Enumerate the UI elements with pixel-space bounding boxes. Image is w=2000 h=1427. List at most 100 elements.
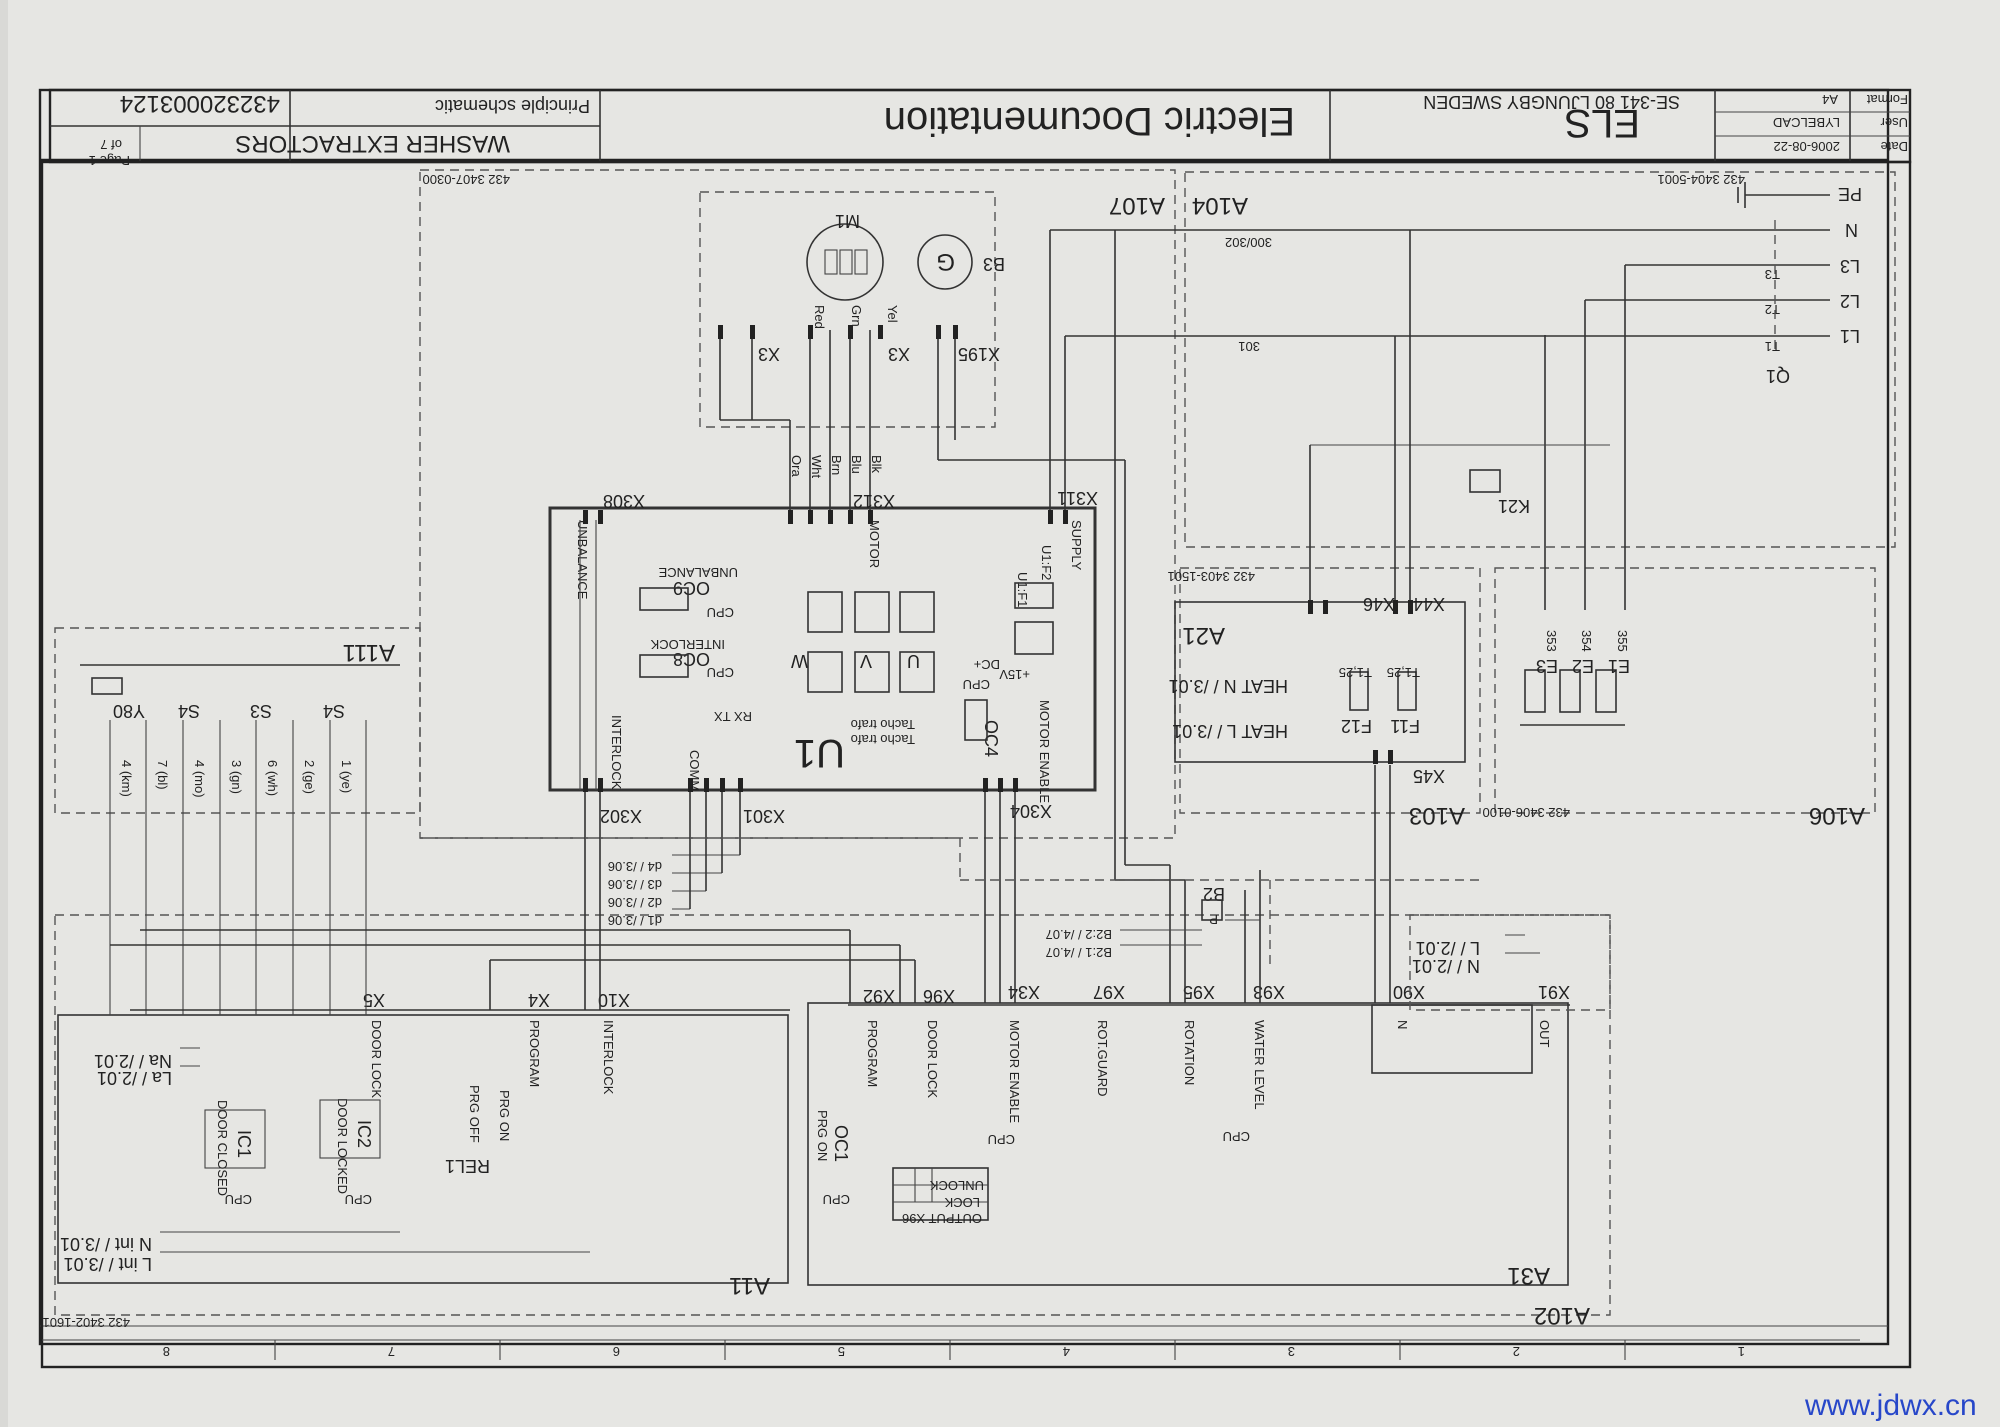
unbalance-vlabel: UNBALANCE [575,520,590,600]
p15v-label: +15V [999,667,1030,682]
term-x3-3 [808,325,813,339]
f11-fuse [1397,671,1417,711]
cpu-oc9: CPU [707,605,734,620]
b2-pressure [1201,899,1223,921]
y80-label: Y80 [113,701,145,721]
x92-label: X92 [863,986,895,1006]
a11-label: A11 [729,1272,770,1299]
output-x96-label: OUTPUT X96 [902,1211,982,1226]
module-boxes: A104 432 3404-5001 A107 432 3407-0300 A1… [43,169,1896,1330]
a31-water-level: WATER LEVEL [1252,1020,1267,1110]
f12-fuse [1349,671,1369,711]
sig-d2: d2 / /3.06 [608,895,662,910]
m1-symbol [806,223,884,301]
r6-label: 6 (wh) [265,760,280,796]
term-x46-1 [1308,600,1313,614]
company-address: SE-341 80 LJUNGBY SWEDEN [1423,92,1680,112]
b2-p: P [1209,912,1218,927]
a11-cpu2: CPU [345,1192,372,1207]
x3-right: X3 [888,344,910,364]
x45-label: X45 [1413,766,1445,786]
ic1-box [204,1109,266,1169]
sig-lint: L int / /3.01 [64,1254,152,1274]
s4b-label: S4 [323,701,345,721]
grid-3: 3 [1288,1344,1295,1359]
wire-wht: Wht [809,455,824,479]
m1-winding2 [839,249,853,275]
x304-label: X304 [1010,801,1052,821]
sig-d1: d1 / /3.06 [608,913,662,928]
drawing-frame [40,160,1912,1369]
part-a103: 432 3403-1501 [1168,569,1255,584]
a31-box [807,1002,1569,1286]
part-a102: 432 3402-1601 [43,1315,130,1330]
page-label: Page 1 [89,153,130,168]
grid-5: 5 [838,1344,845,1359]
a21-box [1174,601,1466,763]
sig-la: La / /2.01 [97,1068,172,1088]
sig-d3: d3 / /3.06 [608,877,662,892]
oc8-label: OC8 [673,649,710,669]
term-x308-2 [598,510,603,524]
product-name: WASHER EXTRACTORS [235,130,510,157]
utf1-label: U1:F1 [1015,572,1030,607]
a102-box [54,914,1611,1316]
a31-cpu2: CPU [988,1132,1015,1147]
supply-filter [1014,582,1054,609]
user-value: LYBELCAD [1773,115,1840,130]
term-x312-1 [868,510,873,524]
term-x312-3 [828,510,833,524]
format-label: Format [1866,92,1908,107]
drawing-type: Principle schematic [435,96,590,116]
drawing-area: 1 2 3 4 5 6 7 8 [40,160,1912,1369]
term-x44-1 [1393,600,1398,614]
x301-label: X301 [743,806,785,826]
oc9-label: OC9 [673,578,710,598]
e1-heater [1595,669,1617,713]
tacho-1: Tacho trafo [851,717,915,732]
cpu-oc8: CPU [707,665,734,680]
term-x312-4 [808,510,813,524]
a11-door-closed: DOOR CLOSED [215,1100,230,1196]
sig-nint: N int / /3.01 [60,1234,152,1254]
wire-300: 300/302 [1225,235,1272,250]
a21-label: A21 [1182,622,1225,649]
term-x304-1 [983,778,988,792]
a104-box [1184,171,1896,548]
a11-door-lock: DOOR LOCK [369,1020,384,1098]
f12-label: F12 [1341,716,1372,736]
date-value: 2006-08-22 [1774,139,1841,154]
a31-cpu1: CPU [823,1192,850,1207]
oc8-box [639,654,689,678]
v-label: V [860,651,872,671]
e2-label: E2 [1572,656,1594,676]
x34-label: X34 [1008,982,1040,1002]
term-x3-1 [878,325,883,339]
sig-l201: L / /2.01 [1416,938,1480,958]
part-a104: 432 3404-5001 [1658,172,1745,187]
l3-label: L3 [1840,256,1860,276]
mains-section: PE N 300/302 L3 T3 L2 T2 L1 T1 301 Q1 K2… [1050,182,1862,610]
heaters: E3 E2 E1 353 354 355 F12 F11 T1,25 T1,25… [1169,630,1630,741]
term-x301-1 [688,778,693,792]
a102-label: A102 [1534,1302,1590,1329]
utf2-label: U1:F2 [1039,545,1054,580]
a11-door-locked: DOOR LOCKED [335,1098,350,1194]
l1-label: L1 [1840,326,1860,346]
tacho-2: Tacho trafo [851,732,915,747]
a11-prg-on: PRG ON [497,1090,512,1141]
a103-box [1179,567,1481,814]
a11-box [57,1014,789,1284]
title-block: Electric Documentation ELS SE-341 80 LJU… [48,88,1912,168]
a31-n: N [1395,1020,1410,1029]
r2-label: 2 (ge) [302,760,317,794]
lock-label: LOCK [944,1195,980,1210]
a103-label: A103 [1409,802,1465,829]
company-name: ELS [1564,101,1640,145]
term-x44-2 [1408,600,1413,614]
dcp-label: DC+ [974,657,1000,672]
watermark: www.jdwx.cn [1804,1389,1977,1422]
motor-label: MOTOR [867,520,882,568]
b3-g: G [936,248,955,275]
